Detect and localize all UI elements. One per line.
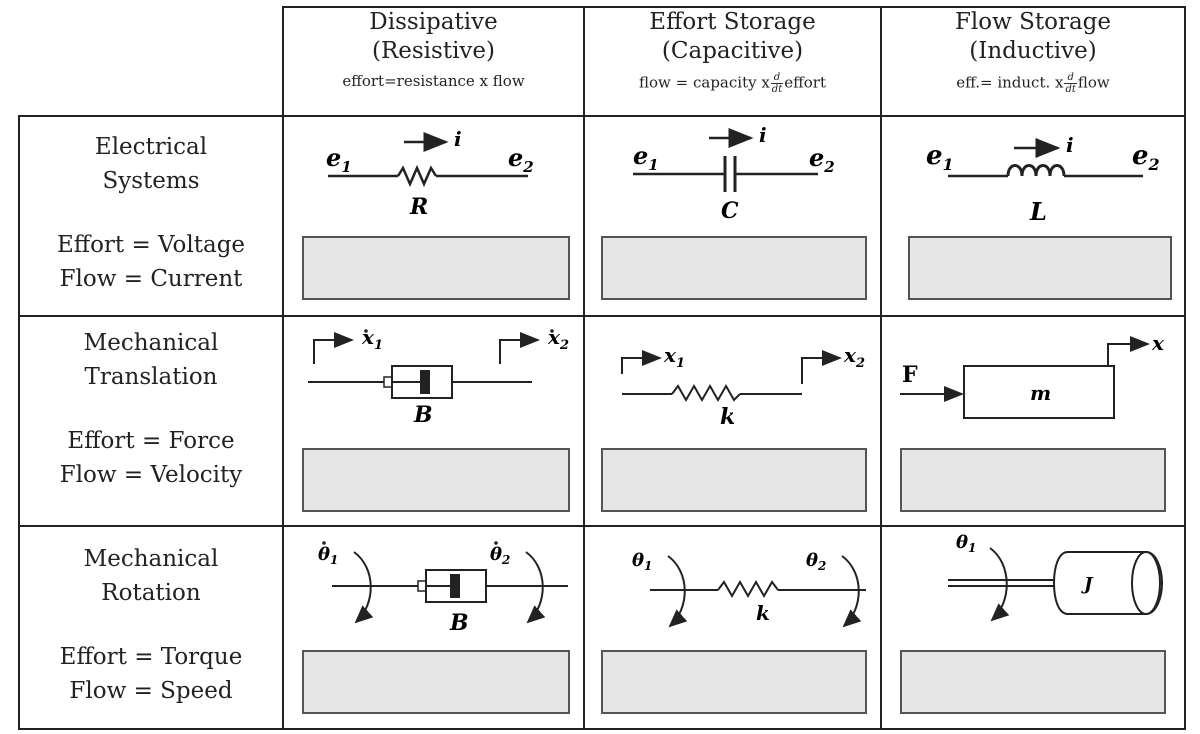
flow-definition: Flow = Speed [69,678,233,704]
flow-definition: Flow = Current [59,266,243,292]
spring-coil [671,383,741,403]
spring-coil [717,579,779,599]
displacement-label: x [1151,331,1165,355]
angle-label: θ1 [318,544,338,567]
header-title: Effort Storage [649,9,816,35]
damper-translation-diagram: x1 x2 B [308,325,569,428]
displacement-label: x1 [663,343,685,371]
displacement-label: x2 [843,343,865,371]
header-title: Dissipative [369,9,498,35]
answer-box-translation-effort-storage[interactable] [601,448,867,512]
node-label-right: e2 [508,143,534,176]
resistor-diagram: i e1 e2 R [326,127,534,220]
node-label-right: e2 [809,143,835,176]
inductor-coil [1006,164,1066,177]
header-effort-storage: Effort Storage (Capacitive) flow = capac… [585,8,880,115]
grid-line [18,315,1186,317]
element-label: B [449,610,469,636]
answer-box-rotation-effort-storage[interactable] [601,650,867,714]
rod-joint [383,376,393,388]
piston [450,574,460,598]
grid-line [583,6,585,730]
displacement-arrow [313,332,354,364]
current-label: i [1066,133,1074,157]
row-label-mechanical-translation: Mechanical Translation Effort = Force Fl… [20,326,282,525]
rod-joint [417,580,427,592]
header-dissipative: Dissipative (Resistive) effort=resistanc… [284,8,583,115]
dot-accent [550,329,554,333]
element-label: k [756,601,770,625]
header-title: Flow Storage [954,9,1112,35]
displacement-arrow [801,350,842,384]
effort-definition: Effort = Torque [59,644,243,670]
element-label: k [720,404,735,430]
capacitor-diagram: i e1 e2 C [633,123,835,224]
flow-definition: Flow = Velocity [59,462,243,488]
angle-label: θ1 [956,532,976,555]
current-label: i [759,123,767,147]
force-label: F [902,362,918,388]
displacement-arrow [621,350,662,374]
displacement-arrow [1107,336,1150,366]
header-subtitle: (Inductive) [969,38,1097,64]
angle-label: θ2 [806,550,826,573]
header-equation: effort=resistance x flow [342,72,525,90]
resistor-symbol [396,164,438,188]
spring-translation-diagram: x1 x2 k [621,343,865,430]
answer-box-translation-dissipative[interactable] [302,448,570,512]
header-subtitle: (Capacitive) [661,38,804,64]
effort-definition: Effort = Force [67,428,235,454]
node-label-left: e1 [326,143,352,176]
grid-line [282,6,1186,8]
row-label-mechanical-rotation: Mechanical Rotation Effort = Torque Flow… [20,542,282,728]
answer-box-translation-flow-storage[interactable] [900,448,1166,512]
dot-accent [322,541,326,545]
header-flow-storage: Flow Storage (Inductive) eff.= induct. x… [882,8,1184,115]
answer-box-electrical-effort-storage[interactable] [601,236,867,300]
answer-box-rotation-dissipative[interactable] [302,650,570,714]
grid-line [18,525,1186,527]
analogy-table: Dissipative (Resistive) effort=resistanc… [18,6,1186,730]
cylinder-face [1131,551,1161,615]
current-label: i [454,127,462,151]
answer-box-electrical-flow-storage[interactable] [908,236,1172,300]
element-label: J [1081,574,1094,595]
header-subtitle: (Resistive) [371,38,496,64]
grid-line [18,728,1186,730]
dot-accent [494,541,498,545]
grid-line [18,115,1186,117]
dot-accent [364,329,368,333]
displacement-arrow [499,332,540,364]
displacement-label: x1 [361,325,383,353]
inertia-diagram: θ1 J [948,532,1164,622]
damper-rotation-diagram: θ1 θ2 B [318,541,568,636]
spring-rotation-diagram: θ1 θ2 k [632,550,866,628]
node-label-right: e2 [1132,141,1160,174]
effort-definition: Effort = Voltage [56,232,246,258]
grid-line [1184,6,1186,730]
angle-label: θ1 [632,550,652,573]
displacement-label: x2 [547,325,569,353]
answer-box-rotation-flow-storage[interactable] [900,650,1166,714]
element-label: C [721,198,739,224]
grid-line [282,6,284,730]
element-label: m [1030,381,1051,405]
mass-block [963,365,1115,419]
angle-label: θ2 [490,544,510,567]
element-label: R [409,194,428,220]
node-label-left: e1 [633,141,659,174]
grid-line [18,115,20,730]
answer-box-electrical-dissipative[interactable] [302,236,570,300]
node-label-left: e1 [926,141,954,174]
element-label: B [413,402,433,428]
row-label-electrical: Electrical Systems Effort = Voltage Flow… [20,130,282,315]
inductor-diagram: i e1 e2 L [926,133,1160,226]
mass-diagram: F m x [900,331,1165,419]
piston [420,370,430,394]
rotation-arrow [989,547,1010,622]
grid-line [880,6,882,730]
element-label: L [1029,197,1047,226]
